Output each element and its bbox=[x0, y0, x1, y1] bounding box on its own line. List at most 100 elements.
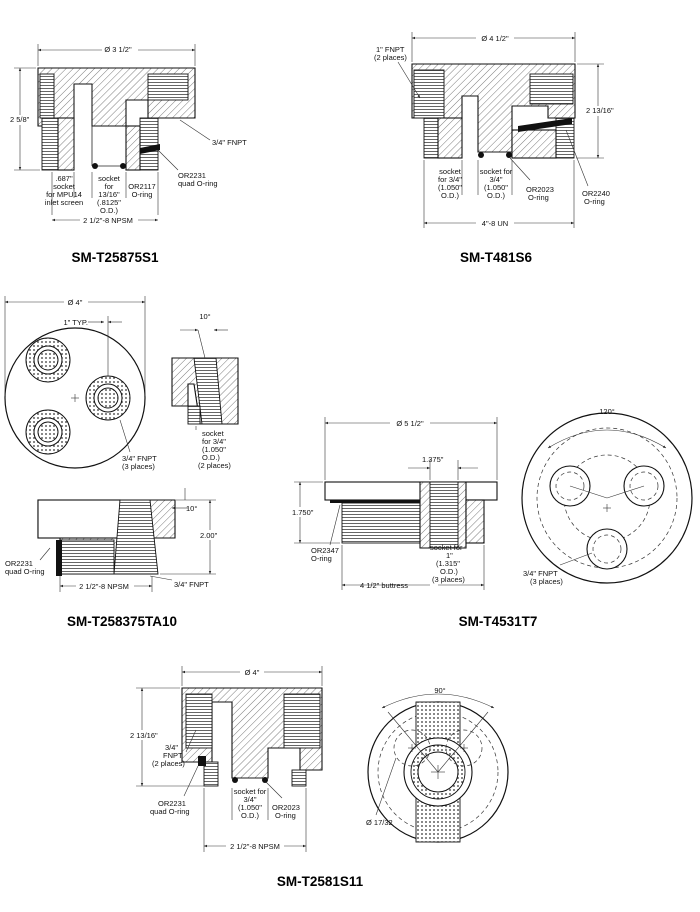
socket-2: 1" bbox=[446, 551, 453, 560]
shank-thread-left bbox=[203, 761, 219, 787]
right-thread-wall bbox=[139, 117, 159, 171]
dim-diameter: Ø 4" bbox=[68, 298, 83, 307]
socket-3: (1.050" bbox=[238, 803, 262, 812]
dim-height: 2.00" bbox=[200, 531, 218, 540]
shank-thread-right bbox=[291, 769, 307, 787]
label-fnpt-2: (2 places) bbox=[374, 53, 407, 62]
dim-height: 2 5/8" bbox=[10, 115, 30, 124]
label-oring-1: OR2023 bbox=[272, 803, 300, 812]
socket-wall bbox=[125, 125, 141, 171]
dim-angle-side: 10° bbox=[186, 504, 197, 513]
socket-1: socket bbox=[439, 167, 462, 176]
diagram-title: SM-T4531T7 bbox=[459, 614, 538, 629]
quad-o-ring bbox=[140, 144, 160, 154]
angled-thread bbox=[193, 357, 223, 425]
inner-thread-left bbox=[39, 73, 55, 119]
socket-left-1: .687" bbox=[55, 174, 73, 183]
dim-diameter: Ø 4" bbox=[245, 668, 260, 677]
label-or2023-1: OR2023 bbox=[526, 185, 554, 194]
socket-4: O.D.) bbox=[202, 453, 220, 462]
label-fnpt-1: 3/4" FNPT bbox=[523, 569, 558, 578]
socket-1: socket bbox=[202, 429, 225, 438]
inlet-wall bbox=[57, 117, 75, 171]
or2023-o-ring bbox=[232, 777, 238, 783]
dim-inner-label: 1.375" bbox=[422, 455, 444, 464]
dim-thread: 2 1/2"-8 NPSM bbox=[83, 216, 133, 225]
diagram-title: SM-T2581S11 bbox=[277, 874, 364, 889]
socket-3: (1.050" bbox=[202, 445, 226, 454]
label-oring-quad-2: quad O-ring bbox=[150, 807, 190, 816]
dim-hole: Ø 17/32 bbox=[366, 818, 393, 827]
label-or2023-2: O-ring bbox=[528, 193, 549, 202]
dim-height: 1.750" bbox=[292, 508, 314, 517]
socket-5: (2 places) bbox=[198, 461, 231, 470]
label-fnpt-1: 3/4" bbox=[165, 743, 178, 752]
top-view-outline bbox=[521, 412, 693, 584]
diagram-sm-t4531t7: Ø 5 1/2" 1.375" 1.375" 1.750" OR2347 O-r… bbox=[290, 407, 693, 629]
socket-thread bbox=[187, 405, 201, 425]
dim-thread: 4"-8 UN bbox=[482, 219, 508, 228]
dim-angle: 90° bbox=[434, 686, 445, 695]
socket2-2: 3/4" bbox=[489, 175, 502, 184]
port-bottom-left bbox=[25, 409, 71, 455]
socket-left-2: socket bbox=[53, 182, 76, 191]
socket-right-2: for bbox=[105, 182, 114, 191]
diagram-title: SM-T258375TA10 bbox=[67, 614, 177, 629]
or2347-o-ring bbox=[330, 500, 420, 503]
socket-1: socket for bbox=[234, 787, 267, 796]
fnpt-thread bbox=[147, 73, 189, 101]
dim-height: 2 13/16" bbox=[586, 106, 614, 115]
label-fnpt-top-1: 3/4" FNPT bbox=[122, 454, 157, 463]
diagram-title: SM-T481S6 bbox=[460, 250, 533, 265]
label-quad-oring-2: quad O-ring bbox=[178, 179, 218, 188]
socket-2: for 3/4" bbox=[438, 175, 462, 184]
or2117-o-ring bbox=[92, 163, 98, 169]
label-or2240-2: O-ring bbox=[584, 197, 605, 206]
socket-4: O.D.) bbox=[241, 811, 259, 820]
label-fnpt: 3/4" FNPT bbox=[174, 580, 209, 589]
label-fnpt-top-2: (3 places) bbox=[122, 462, 155, 471]
diagram-sm-t481s6: Ø 4 1/2" 1" FNPT (2 places) 2 13/16" soc… bbox=[374, 32, 614, 265]
quad-o-ring bbox=[56, 540, 62, 576]
or2240-o-ring bbox=[518, 118, 572, 132]
label-quad-oring-1: OR2231 bbox=[178, 171, 206, 180]
dim-thread: 4 1/2" buttress bbox=[360, 581, 408, 590]
label-oring-2: O-ring bbox=[275, 811, 296, 820]
label-oring-quad-1: OR2231 bbox=[158, 799, 186, 808]
shank-wall-right bbox=[511, 129, 557, 159]
socket-4: O.D.) bbox=[440, 567, 458, 576]
fnpt-thread-left bbox=[413, 69, 445, 119]
or2117-o-ring-b bbox=[120, 163, 126, 169]
flange bbox=[324, 481, 498, 501]
dim-thread: 2 1/2"-8 NPSM bbox=[79, 582, 129, 591]
side-angled-thread bbox=[113, 499, 159, 575]
shank-thread-left bbox=[423, 117, 439, 159]
socket-2: for 3/4" bbox=[202, 437, 226, 446]
label-or2117-2: O-ring bbox=[132, 190, 153, 199]
or2023-o-ring bbox=[478, 152, 484, 158]
diagram-sm-t258375ta10: Ø 4" 1" TYP. 3/4" FNPT (3 places) 10° so… bbox=[4, 296, 239, 629]
or2023-o-ring-b bbox=[506, 152, 512, 158]
socket-right-1: socket bbox=[98, 174, 121, 183]
side-shank-thread bbox=[59, 539, 115, 575]
socket2-1: socket for bbox=[480, 167, 513, 176]
label-or2117-1: OR2117 bbox=[128, 182, 155, 191]
socket-left-3: for MPU14 bbox=[46, 190, 82, 199]
socket2-3: (1.050" bbox=[484, 183, 508, 192]
socket2-4: O.D.) bbox=[487, 191, 505, 200]
fnpt-thread-left bbox=[185, 693, 213, 749]
top-view-outline bbox=[4, 327, 146, 469]
dim-angle: 120° bbox=[599, 407, 615, 416]
socket-right-3: 13/16" bbox=[98, 190, 120, 199]
label-fnpt-3: (2 places) bbox=[152, 759, 185, 768]
socket-3: (1.050" bbox=[438, 183, 462, 192]
dim-diameter: Ø 3 1/2" bbox=[104, 45, 132, 54]
socket-right-4: (.8125" bbox=[97, 198, 121, 207]
dim-thread: 2 1/2"-8 NPSM bbox=[230, 842, 280, 851]
diagram-sm-t2581s11: Ø 4" 2 13/16" 3/4" FNPT (2 places) OR223… bbox=[128, 666, 509, 889]
fnpt-thread-right bbox=[529, 73, 574, 105]
quad-o-ring bbox=[198, 756, 206, 766]
label-fnpt-2: (3 places) bbox=[530, 577, 563, 586]
dim-diameter: Ø 4 1/2" bbox=[481, 34, 509, 43]
